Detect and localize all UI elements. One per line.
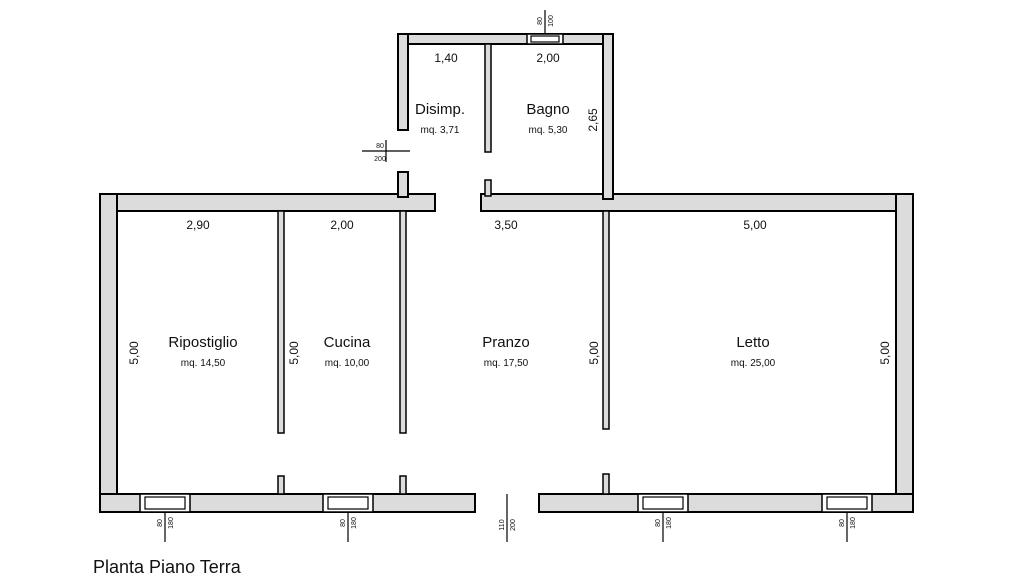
room-name-ripostiglio: Ripostiglio (168, 334, 237, 351)
svg-text:180: 180 (666, 517, 673, 529)
room-name-letto: Letto (736, 334, 769, 351)
svg-text:80: 80 (537, 17, 544, 25)
label-window-cucina: 80 180 (340, 517, 358, 529)
window-ripostiglio (139, 493, 191, 542)
svg-text:200: 200 (510, 519, 517, 531)
wall-west (99, 193, 118, 513)
room-area-ripostiglio: mq. 14,50 (181, 358, 226, 369)
label-window-letto-2: 80 180 (839, 517, 857, 529)
room-labels: Ripostiglio mq. 14,50 Cucina mq. 10,00 P… (168, 101, 775, 369)
dim-ripostiglio-width: 2,90 (186, 218, 210, 232)
dim-pranzo-width: 3,50 (494, 218, 518, 232)
svg-text:80: 80 (839, 519, 846, 527)
room-area-letto: mq. 25,00 (731, 358, 776, 369)
wall-east (895, 193, 914, 513)
dim-letto-width: 5,00 (743, 218, 767, 232)
interior-partitions (277, 210, 610, 495)
window-letto-2 (821, 493, 873, 542)
exterior-walls (99, 33, 914, 513)
room-name-disimp: Disimp. (415, 101, 465, 118)
dim-depth-cucina: 5,00 (287, 341, 301, 365)
door-disimp (362, 129, 410, 173)
window-cucina (322, 493, 374, 542)
label-window-bagno: 80 100 (537, 15, 555, 27)
svg-text:110: 110 (499, 519, 506, 530)
svg-text:100: 100 (548, 15, 555, 27)
svg-text:180: 180 (850, 517, 857, 529)
dim-bagno-width: 2,00 (536, 51, 560, 65)
partition-cucina-pranzo-stub (399, 475, 407, 495)
wall-annex-north (397, 33, 614, 45)
room-area-pranzo: mq. 17,50 (484, 358, 529, 369)
svg-text:80: 80 (157, 519, 164, 527)
wall-annex-west-upper (397, 33, 409, 131)
wall-annex-east (602, 33, 614, 200)
wall-disimp-bagno (484, 43, 492, 153)
partition-pranzo-letto-stub (602, 473, 610, 495)
wall-annex-west-lower (397, 171, 409, 198)
room-name-pranzo: Pranzo (482, 334, 530, 351)
room-area-disimp: mq. 3,71 (421, 125, 460, 136)
dim-depth-right: 5,00 (878, 341, 892, 365)
svg-text:80: 80 (655, 519, 662, 527)
svg-text:80: 80 (340, 519, 347, 527)
label-door-entrance: 110 200 (499, 519, 517, 531)
room-area-bagno: mq. 5,30 (529, 125, 568, 136)
label-window-letto-1: 80 180 (655, 517, 673, 529)
room-name-bagno: Bagno (526, 101, 569, 118)
svg-text:180: 180 (351, 517, 358, 529)
room-area-cucina: mq. 10,00 (325, 358, 370, 369)
dim-depth-pranzo: 5,00 (587, 341, 601, 365)
partition-pranzo-letto (602, 210, 610, 430)
plan-title: Planta Piano Terra (93, 557, 242, 576)
svg-text:80: 80 (376, 143, 384, 150)
wall-stub-bagno (484, 179, 492, 197)
window-letto-1 (637, 493, 689, 542)
room-name-cucina: Cucina (324, 334, 371, 351)
svg-text:180: 180 (168, 517, 175, 529)
dim-depth-left: 5,00 (127, 341, 141, 365)
dim-cucina-width: 2,00 (330, 218, 354, 232)
wall-north-right (480, 193, 914, 212)
label-window-ripostiglio: 80 180 (157, 517, 175, 529)
partition-ripostiglio-cucina (277, 210, 285, 434)
partition-ripostiglio-cucina-stub (277, 475, 285, 495)
wall-north-left (99, 193, 436, 212)
partition-cucina-pranzo (399, 210, 407, 434)
opening-labels: 80 180 80 180 110 200 80 180 80 180 80 2… (157, 15, 857, 531)
window-bagno (526, 10, 564, 45)
svg-text:200: 200 (374, 156, 386, 163)
door-entrance (474, 494, 540, 542)
dim-disimp-width: 1,40 (434, 51, 458, 65)
dimension-labels: 2,90 2,00 3,50 5,00 1,40 2,00 2,65 5,00 … (127, 51, 892, 365)
label-door-disimp: 80 200 (374, 143, 386, 163)
openings (139, 10, 873, 542)
dim-bagno-depth: 2,65 (586, 108, 600, 132)
